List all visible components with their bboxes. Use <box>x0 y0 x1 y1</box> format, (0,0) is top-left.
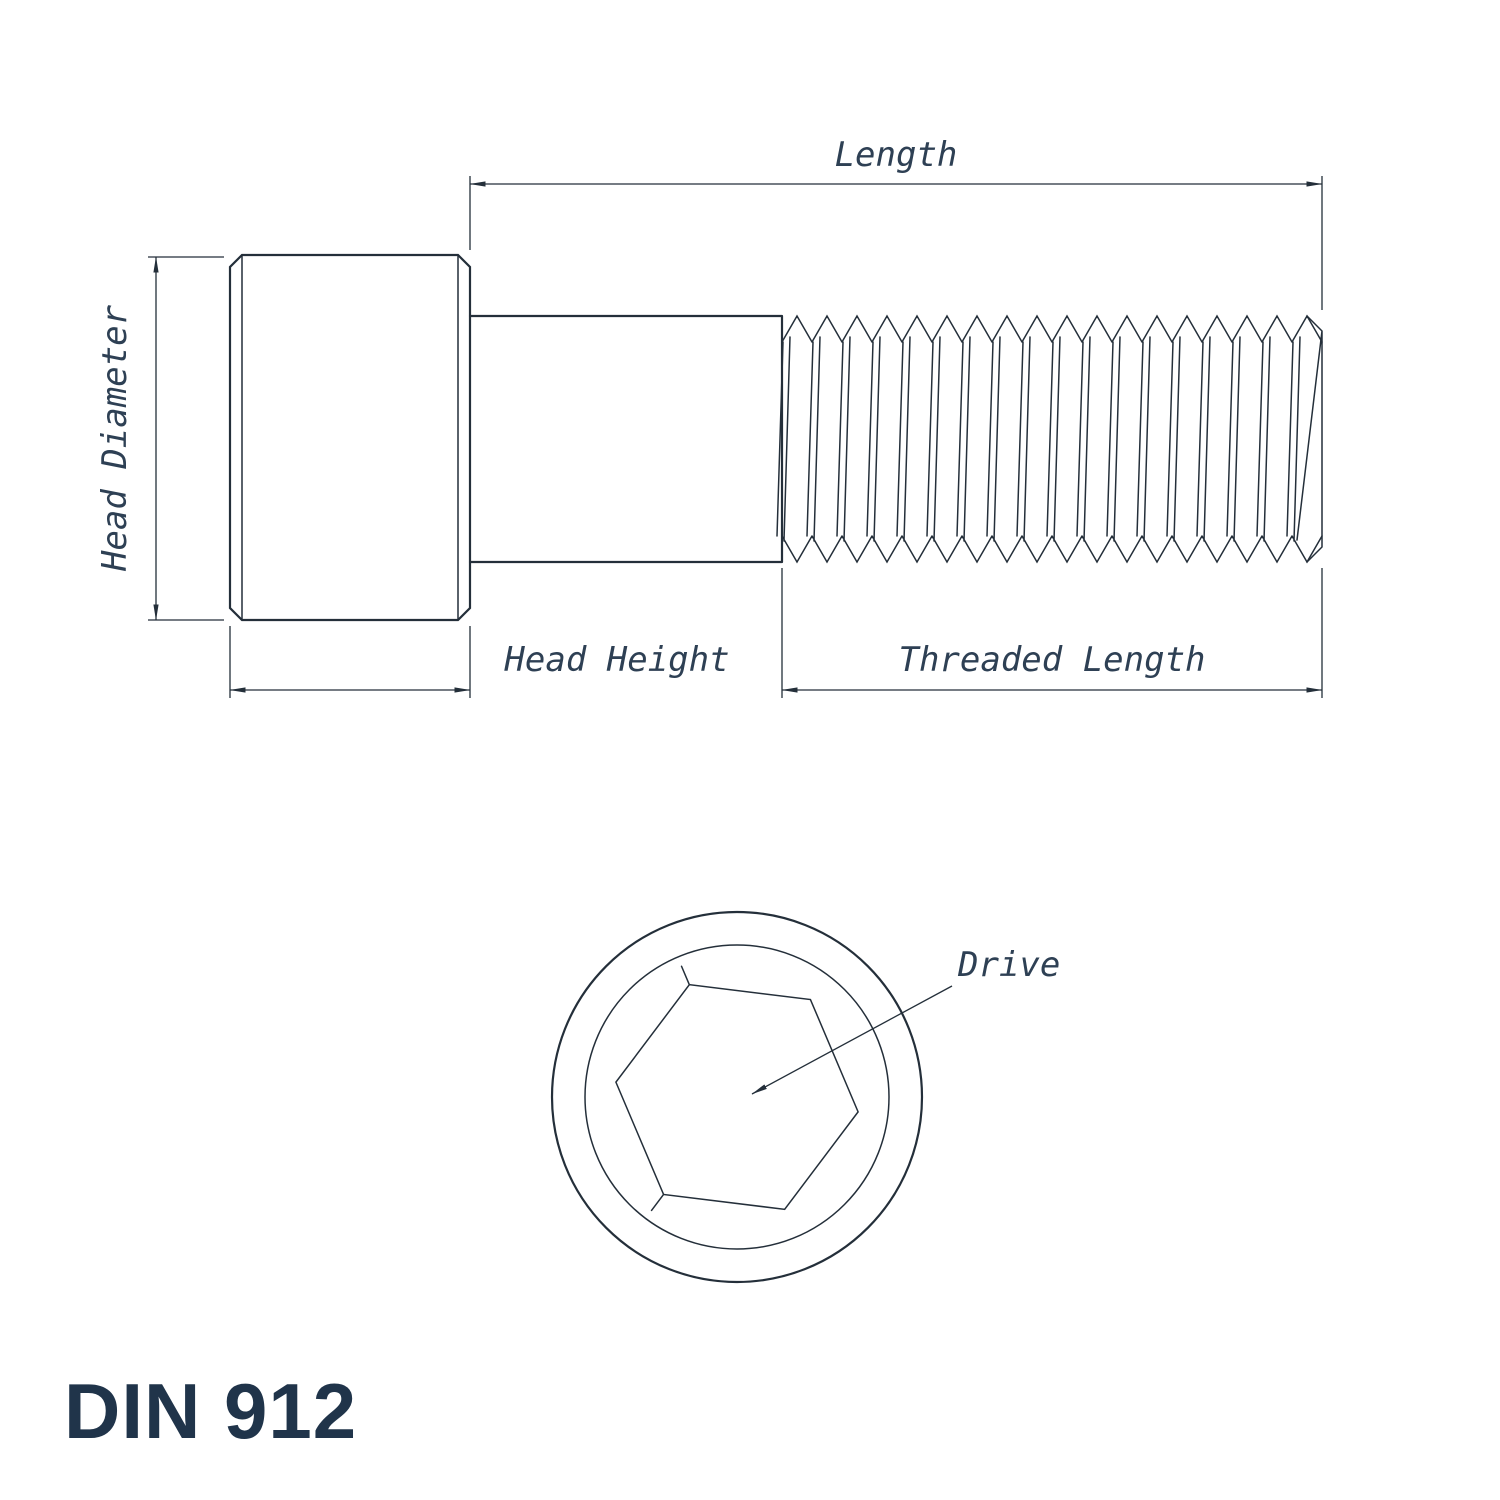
dim-head-diameter-extension-lines <box>148 256 224 621</box>
screw-head-outline <box>228 253 472 622</box>
dim-head-height-label: Head Height <box>503 640 729 680</box>
drive-leader-line <box>751 985 953 1095</box>
dim-length: Length <box>469 135 1323 310</box>
head-inner-circle <box>584 944 890 1250</box>
screw-shank <box>468 314 784 564</box>
dimensions: Length Head Diameter Head Height Threade… <box>95 135 1323 698</box>
dim-threaded-length: Threaded Length <box>781 568 1323 698</box>
dim-head-diameter: Head Diameter <box>95 256 224 621</box>
page-title: DIN 912 <box>64 1367 357 1455</box>
hex-socket-corner-marks <box>650 965 691 1212</box>
head-outer-circle <box>550 910 924 1284</box>
dim-length-extension-lines <box>469 176 1323 310</box>
dim-threaded-length-label: Threaded Length <box>898 640 1205 680</box>
hex-socket <box>615 983 859 1211</box>
drive-label: Drive <box>957 945 1060 985</box>
screw-head-chamfer-lines <box>241 254 459 621</box>
drive-callout: Drive <box>751 945 1060 1095</box>
dim-head-height: Head Height <box>229 626 730 698</box>
screw-end-view: Drive <box>550 910 1060 1284</box>
screw-thread-end <box>1296 315 1323 563</box>
dim-head-height-extension-lines <box>229 626 471 698</box>
dim-length-label: Length <box>835 135 958 175</box>
dim-threaded-length-extension-lines <box>781 568 1323 698</box>
screw-threads <box>776 314 1323 564</box>
screw-side-view <box>228 253 1323 622</box>
dim-head-diameter-label: Head Diameter <box>95 304 135 572</box>
